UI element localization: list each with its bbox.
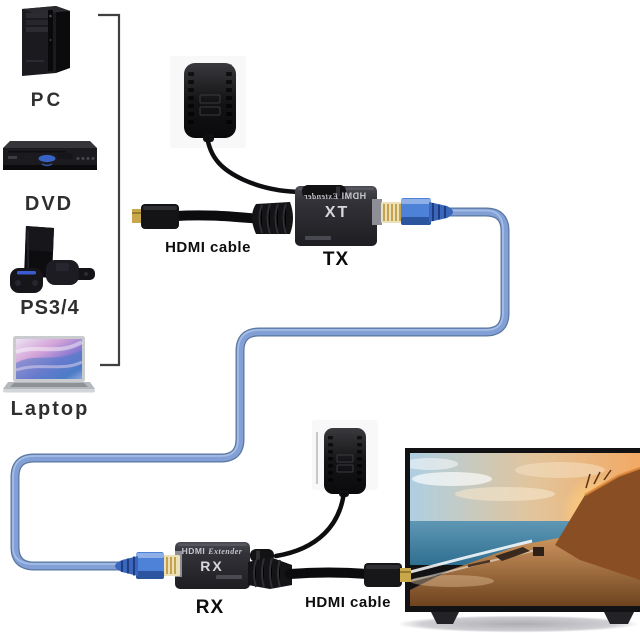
ps34-label: PS3/4 (20, 297, 80, 319)
power-plug-tx (302, 185, 346, 198)
tx-label: TX (322, 249, 350, 270)
tv-illustration (397, 448, 640, 633)
pc-tower-illustration (22, 6, 70, 76)
rx-unit (175, 542, 250, 589)
dvd-label: DVD (24, 193, 74, 215)
rx-label: RX (195, 597, 225, 618)
hdmi-cable-rx-illustration (248, 557, 411, 589)
ethernet-plug-tx (381, 198, 453, 225)
hdmi-cable-tx-illustration (132, 202, 293, 235)
hdmi-cable-label-bottom: HDMI cable (305, 594, 391, 611)
ps4-console-illustration (10, 226, 95, 293)
power-adapter-rx (312, 420, 378, 497)
hdmi-cable-label-top: HDMI cable (165, 239, 251, 256)
laptop-illustration (3, 336, 95, 393)
power-cord-tx (204, 133, 307, 195)
ethernet-plug-rx (115, 552, 180, 579)
laptop-label: Laptop (10, 398, 90, 420)
ethernet-cable (10, 207, 510, 571)
power-cord-rx (250, 489, 347, 562)
power-adapter-tx (170, 56, 246, 148)
pc-label: PC (30, 90, 64, 111)
devices-bracket (98, 13, 121, 367)
dvd-player-illustration (3, 141, 97, 170)
